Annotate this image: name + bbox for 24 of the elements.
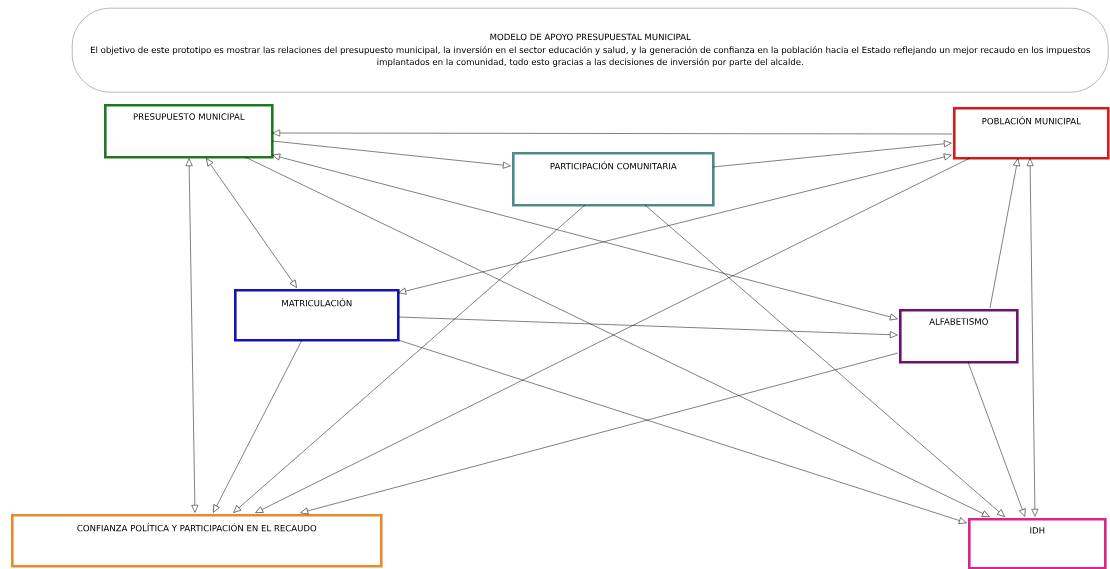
arrow — [397, 316, 898, 339]
arrow — [213, 339, 303, 513]
arrow — [272, 153, 898, 321]
process-box: IDH — [968, 518, 1107, 569]
arrow — [967, 361, 1026, 517]
arrow — [989, 158, 1020, 309]
process-box: PRESUPUESTO MUNICIPAL — [104, 104, 274, 159]
process-box: CONFIANZA POLÍTICA Y PARTICIPACIÓN EN EL RECAUDO — [11, 514, 383, 568]
arrow — [271, 140, 511, 169]
arrow — [300, 352, 899, 515]
process-box: PARTICIPACIÓN COMUNITARIA — [512, 152, 715, 207]
arrow — [206, 158, 297, 288]
process-box: POBLACIÓN MUNICIPAL — [953, 107, 1110, 160]
arrow — [1026, 158, 1039, 517]
arrow — [272, 129, 953, 137]
arrow — [644, 204, 1005, 517]
process-box: ALFABETISMO — [899, 309, 1019, 364]
process-box: MATRICULACIÓN — [234, 289, 400, 342]
arrow — [712, 140, 952, 168]
arrow — [233, 204, 586, 513]
description-banner: MODELO DE APOYO PRESUPUESTAL MUNICIPAL El objetivo de este prototipo es mostrar las relaciones del presupuesto municipal, la inversión en el sector educación y salud, y la generación de confianza en la población hacia el Estado reflejando un mejor recaudo en los impuestos implantados en la comunidad, todo esto gracias a las decisiones de inversión por parte del alcalde. — [72, 8, 1109, 93]
arrow — [397, 339, 967, 524]
arrow — [185, 158, 199, 513]
arrow — [398, 153, 952, 295]
